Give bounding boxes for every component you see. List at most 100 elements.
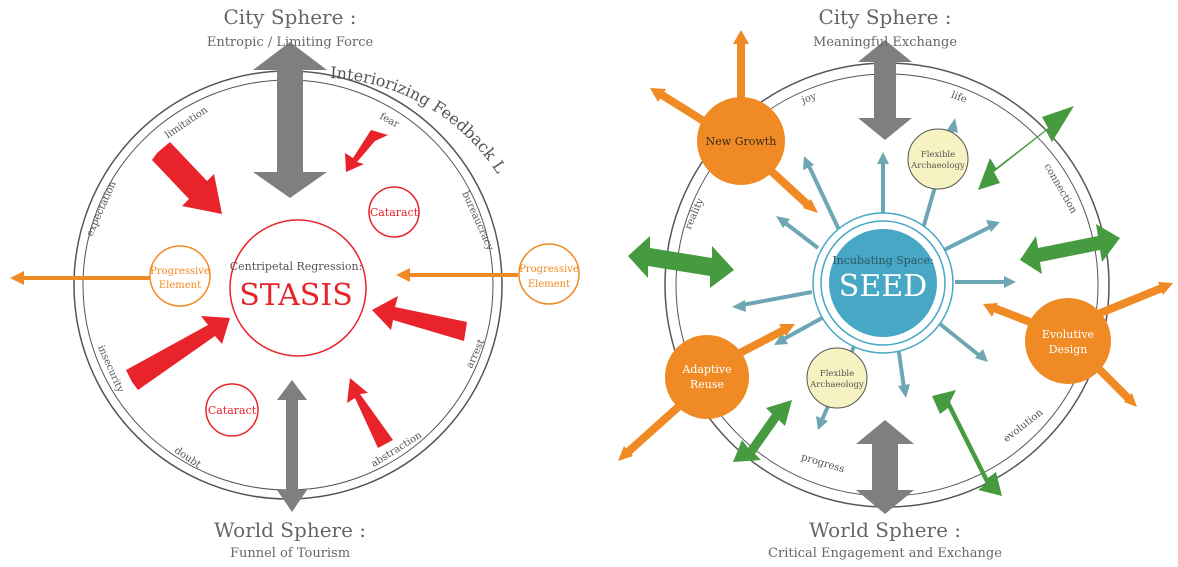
seed-core (829, 229, 937, 337)
red-arrow-fear (345, 130, 388, 172)
right-top-gray-double-arrow (858, 40, 912, 140)
green-arrow-left (628, 236, 734, 288)
green-arrow-bottom-left (733, 400, 792, 462)
teal-arrowhead-11 (898, 384, 910, 398)
stasis-circle (229, 219, 367, 357)
word-joy: joy (799, 91, 818, 107)
evolutive-design-line1: Evolutive (1042, 328, 1094, 341)
flexible-bottom-line2: Archaeology (809, 380, 864, 390)
teal-arrow-4 (782, 220, 820, 250)
teal-arrow-8 (781, 316, 823, 342)
flexible-top-line1: Flexible (921, 150, 955, 160)
stasis-title: STASIS (239, 278, 353, 313)
orange-arrow-ul (659, 91, 713, 129)
green-arrow-right (1020, 224, 1120, 274)
adaptive-reuse-line2: Reuse (690, 378, 724, 391)
green-arrow-top-right (978, 106, 1074, 190)
word-progress: progress (800, 452, 846, 476)
word-limitation: limitation (163, 104, 210, 141)
orange-arrowhead-ed-ul (983, 303, 998, 317)
seed-title: SEED (839, 269, 927, 304)
evolutive-design-circle (1025, 298, 1111, 384)
cataract-top-circle (368, 186, 420, 238)
red-arrow-limitation (152, 142, 222, 214)
teal-arrowhead-4 (776, 216, 790, 228)
progressive-right-line2: Element (528, 279, 570, 290)
evolutive-design-line2: Design (1049, 343, 1088, 356)
right-bottom-subtitle: Critical Engagement and Exchange (768, 546, 1002, 561)
cataract-top-label: Cataract (370, 206, 419, 219)
red-arrow-arrest (372, 296, 467, 341)
flexible-top-line2: Archaeology (910, 161, 965, 171)
word-doubt: doubt (172, 445, 202, 471)
word-connection: connection (1041, 162, 1079, 216)
orange-arrow-ar-dl (625, 397, 689, 455)
word-life: life (949, 90, 968, 106)
teal-arrowhead-10 (816, 416, 828, 430)
teal-arrow-11 (896, 345, 906, 389)
green-arrows (628, 106, 1120, 496)
left-bottom-title: World Sphere : (214, 518, 366, 542)
green-arrow-bottom-right (932, 390, 1002, 496)
flexible-bottom-line1: Flexible (820, 369, 854, 379)
adaptive-reuse-circle (665, 335, 749, 419)
word-arrest: arrest (464, 338, 486, 370)
teal-arrowhead-1 (877, 152, 889, 164)
orange-arrowhead-up (733, 30, 749, 44)
progressive-left-circle (149, 245, 211, 307)
right-top-title: City Sphere : (818, 5, 951, 29)
teal-arrowhead-6 (732, 300, 746, 312)
word-reality: reality (683, 196, 707, 231)
orange-arrowhead-ngr (803, 199, 818, 213)
word-bureaucracy: bureaucracy (459, 190, 495, 253)
word-evolution: evolution (1002, 407, 1046, 445)
red-arrow-abstraction (347, 378, 393, 448)
new-growth-circle (697, 97, 785, 185)
progressive-right-line1: Progressive (519, 264, 579, 275)
orange-arrowhead-ed-dr (1124, 393, 1137, 407)
progressive-left-line1: Progressive (150, 266, 210, 277)
right-orange-arrowhead (396, 268, 410, 282)
orange-arrowhead-ar-dl (618, 446, 633, 461)
right-bottom-gray-double-arrow (856, 420, 914, 514)
teal-arrow-9 (933, 318, 982, 358)
seed-label: Incubating Space: (832, 254, 933, 267)
teal-arrowhead-7 (1004, 276, 1016, 288)
teal-arrowhead-2 (803, 156, 814, 170)
progressive-right-circle (518, 243, 580, 305)
left-top-gray-double-arrow (253, 42, 327, 198)
left-diagram: limitation fear expectation bureaucracy … (0, 0, 580, 561)
cataract-bottom-label: Cataract (208, 404, 257, 417)
flexible-bottom-circle (806, 347, 868, 409)
teal-arrow-5 (943, 224, 993, 252)
left-top-subtitle: Entropic / Limiting Force (207, 35, 374, 50)
left-orange-arrowhead (10, 271, 24, 285)
adaptive-reuse-line1: Adaptive (681, 363, 731, 376)
new-growth-label: New Growth (706, 135, 777, 148)
right-bottom-title: World Sphere : (809, 518, 961, 542)
orange-arrow-ed-dr (1095, 365, 1131, 401)
right-top-subtitle: Meaningful Exchange (813, 35, 957, 50)
orange-arrowhead-ar-ur (779, 324, 795, 336)
orange-arrows (618, 30, 1173, 461)
flexible-top-circle (907, 128, 969, 190)
teal-arrowhead-5 (986, 220, 1000, 232)
orange-arrow-ed-ur (1096, 284, 1164, 318)
teal-arrow-6 (741, 290, 813, 307)
teal-arrowhead-9 (975, 349, 988, 362)
teal-arrowhead-8 (774, 333, 788, 345)
progressive-left-line2: Element (159, 280, 201, 291)
word-expectation: expectation (85, 179, 119, 238)
orange-arrowhead-ed-ur (1158, 282, 1173, 295)
left-top-title: City Sphere : (223, 5, 356, 29)
right-diagram: Incubating Space: SEED (618, 5, 1173, 561)
red-arrow-insecurity (126, 316, 230, 390)
orange-arrow-ar-ur (736, 326, 786, 358)
left-bottom-gray-double-arrow (277, 380, 307, 512)
orange-arrowhead-ul (650, 88, 666, 102)
red-arrows (126, 130, 467, 448)
cataract-bottom-circle (205, 383, 259, 437)
teal-arrowhead-3 (947, 118, 958, 133)
teal-arrow-2 (806, 163, 842, 233)
